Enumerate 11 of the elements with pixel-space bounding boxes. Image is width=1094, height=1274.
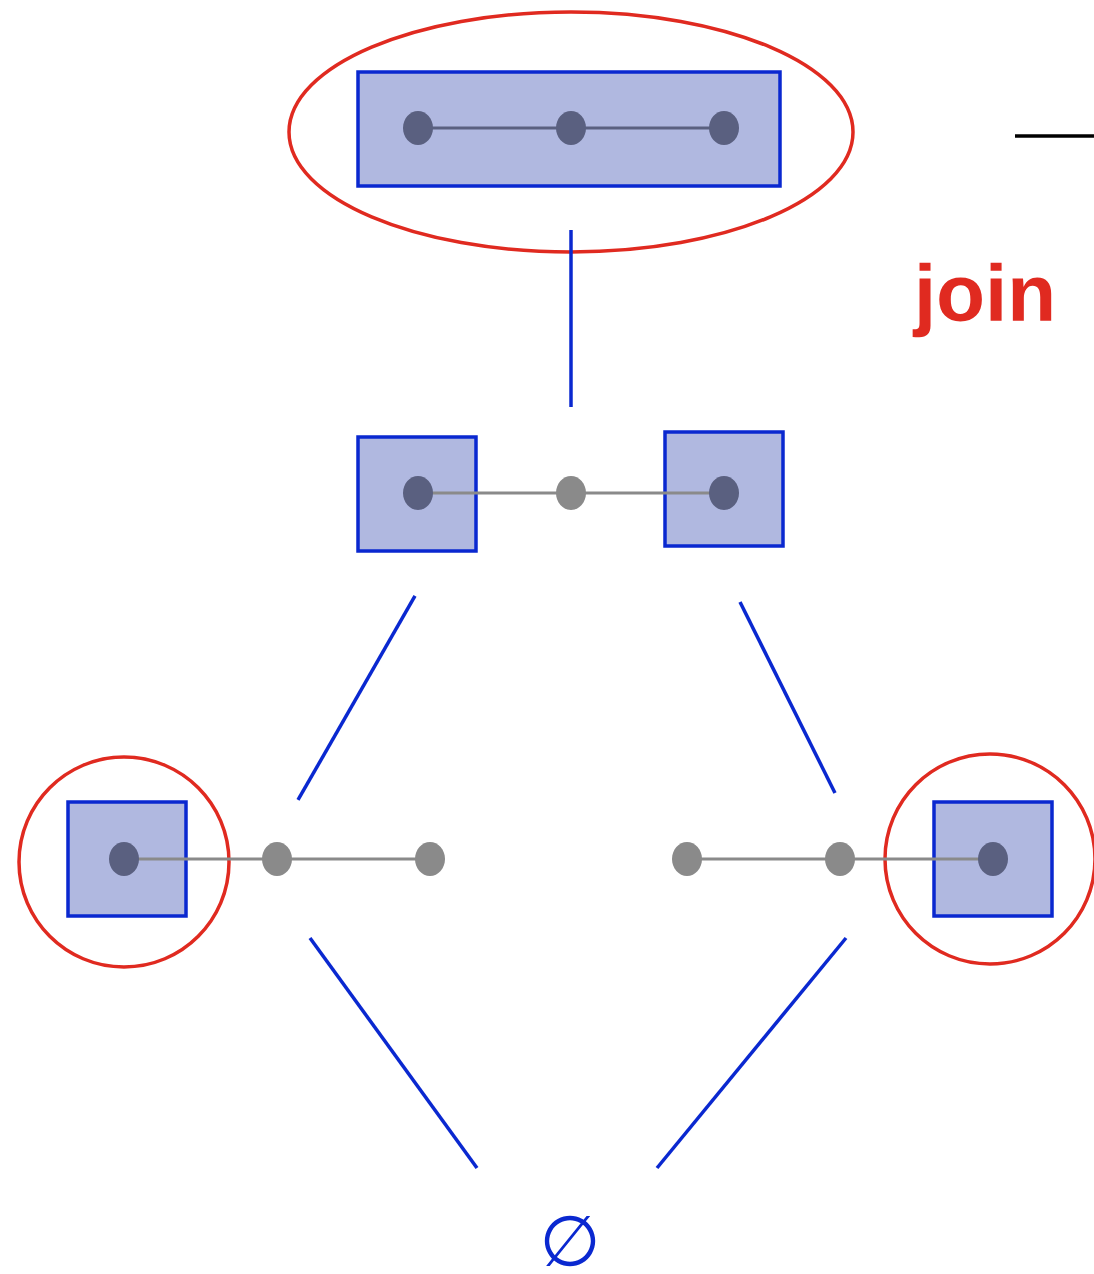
subgraph-drawing: [287, 10, 855, 254]
connector-line: [655, 936, 848, 1170]
connector-line: [738, 601, 837, 794]
join-label: join: [912, 262, 1052, 338]
connector-line: [296, 595, 417, 801]
empty-set-symbol: ∅: [544, 1215, 596, 1267]
subgraph-drawing: [356, 430, 785, 553]
subgraph-drawing: [17, 755, 445, 969]
connector-line: [308, 936, 479, 1169]
subgraph-drawing: [672, 752, 1094, 966]
connector-line: [569, 230, 573, 407]
